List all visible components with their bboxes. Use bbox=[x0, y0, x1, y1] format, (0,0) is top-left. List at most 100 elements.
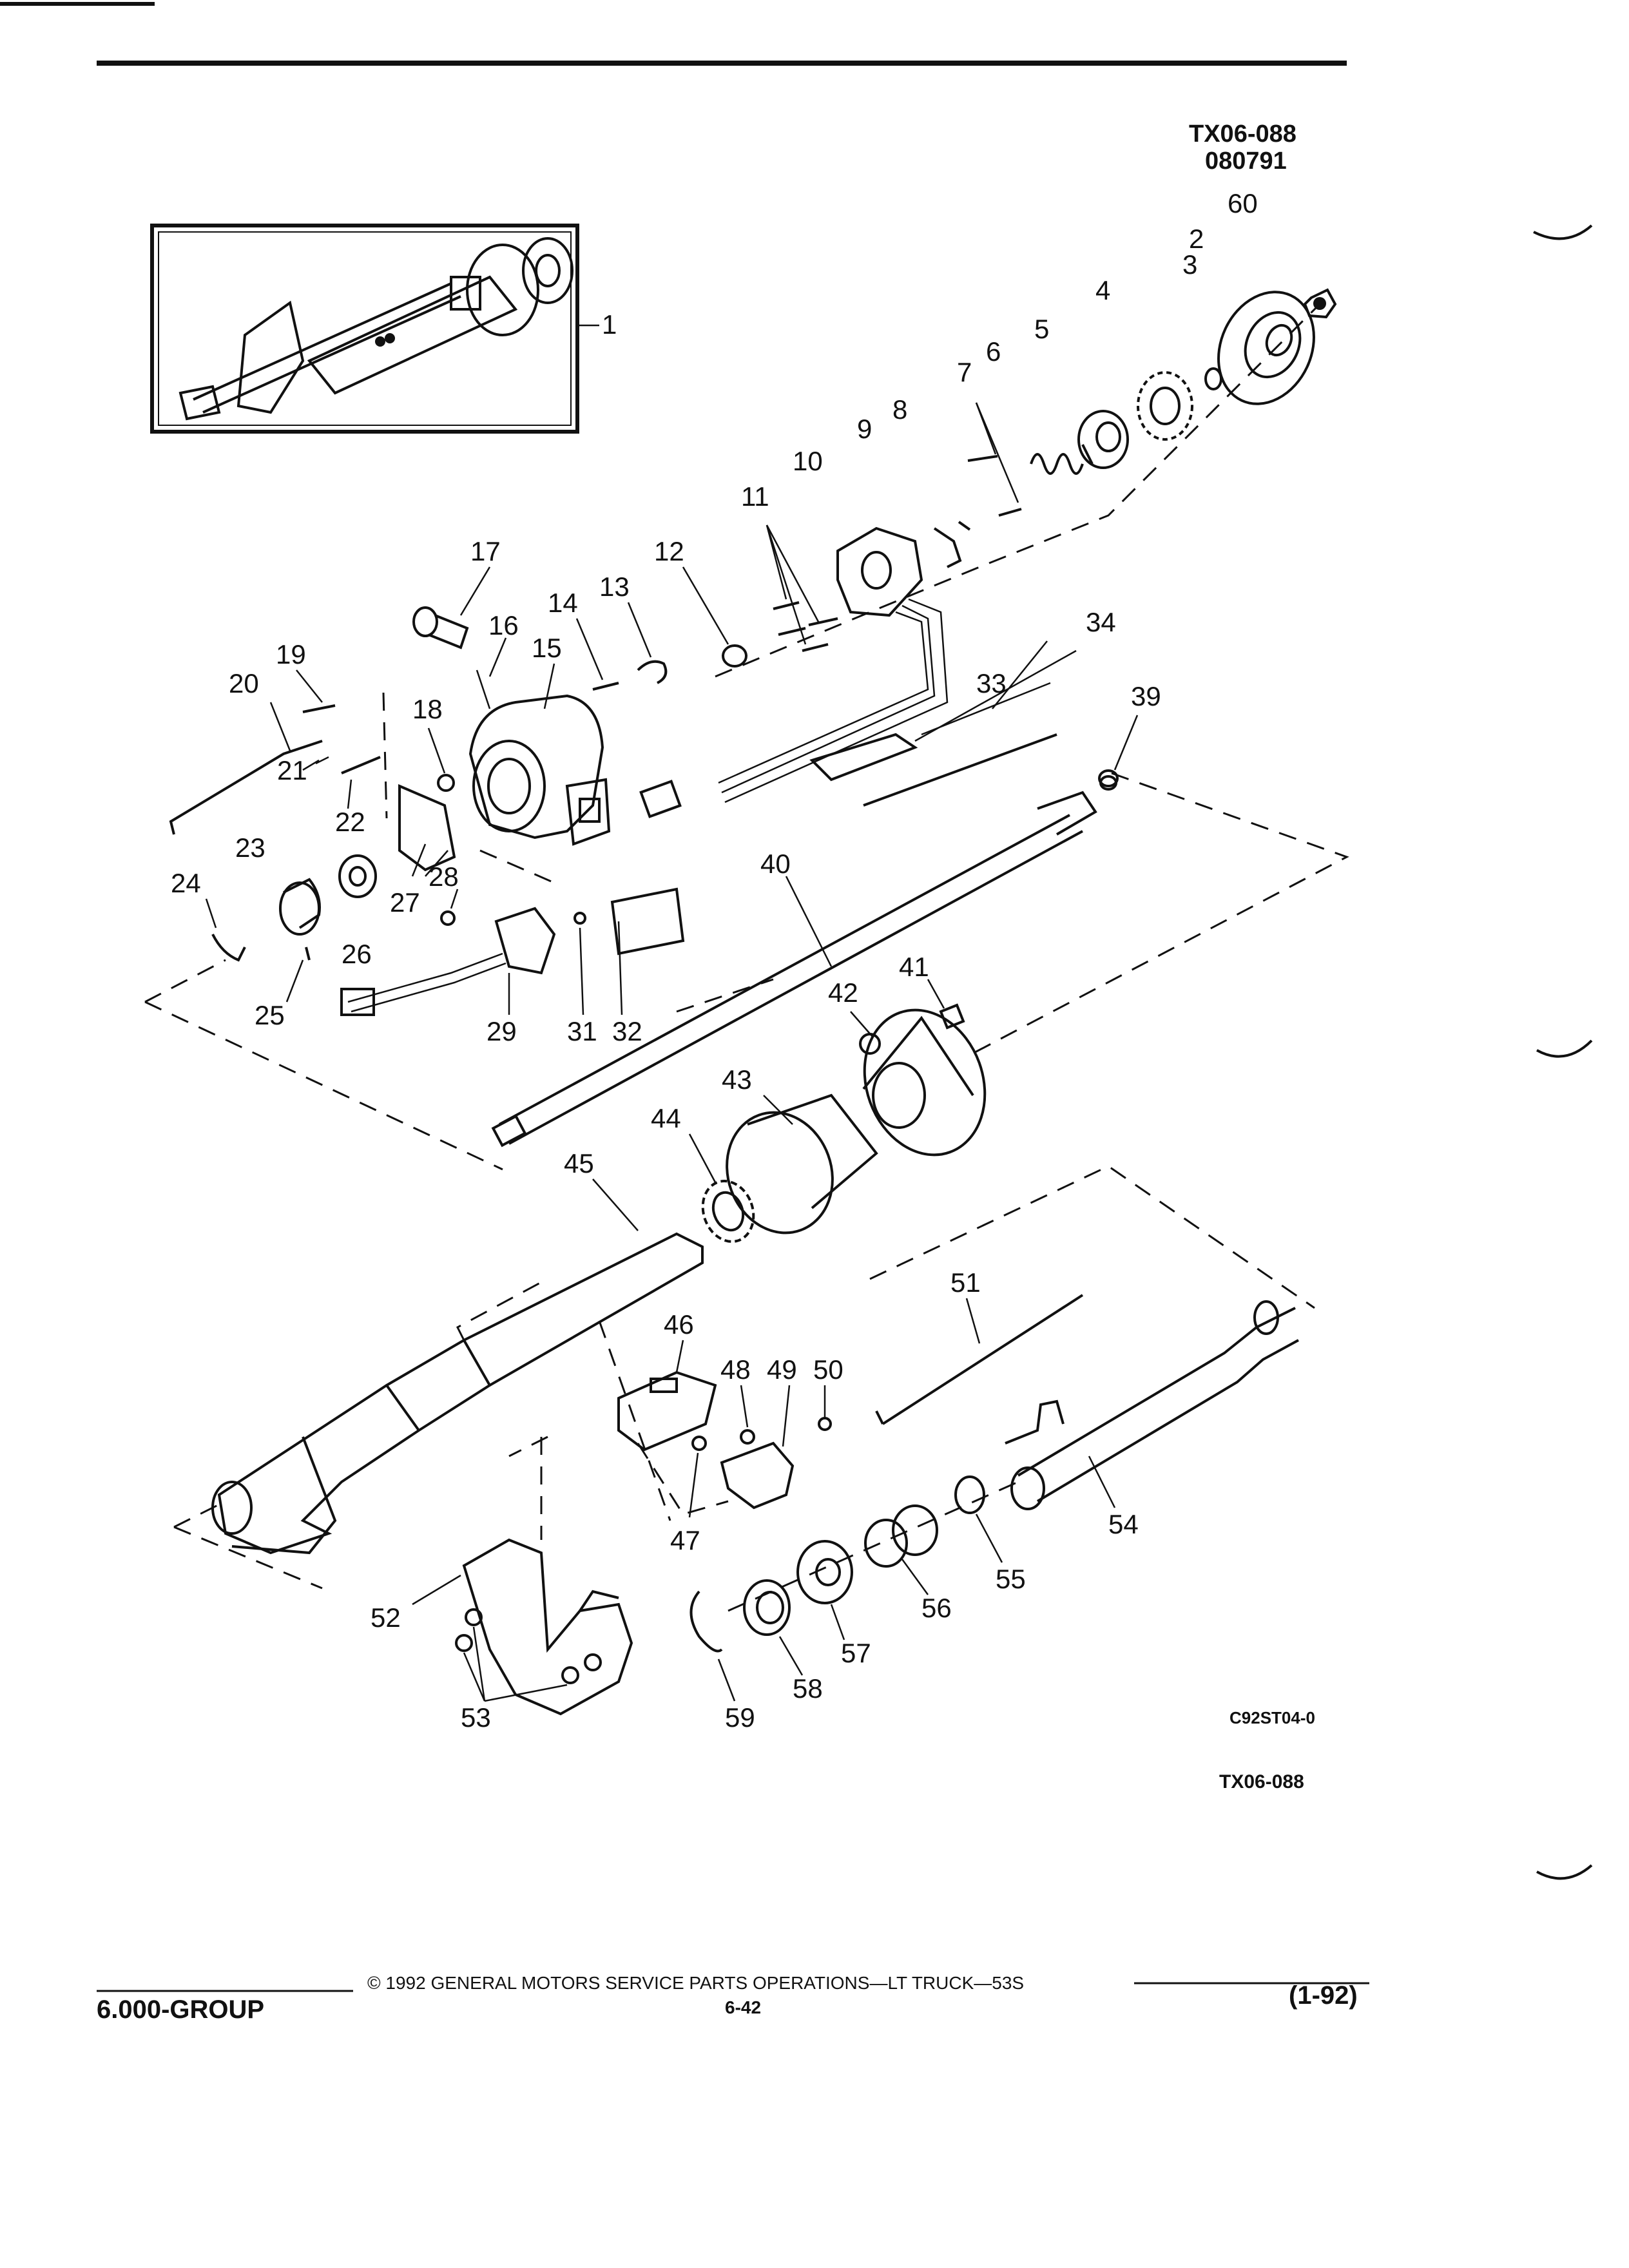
part-58-retainer bbox=[743, 1579, 804, 1676]
part-12-washer bbox=[722, 644, 747, 668]
part-25 bbox=[305, 947, 311, 961]
footer-group: 6.000-GROUP bbox=[97, 1995, 264, 2024]
callout-10: 10 bbox=[793, 446, 823, 476]
callout-11: 11 bbox=[741, 481, 769, 512]
callout-13: 13 bbox=[599, 572, 630, 602]
callout-12: 12 bbox=[654, 536, 684, 566]
part-43-sleeve bbox=[726, 1093, 878, 1235]
callout-7: 7 bbox=[957, 357, 972, 387]
callout-56: 56 bbox=[921, 1593, 952, 1623]
part-22 bbox=[341, 756, 381, 774]
part-42-housing bbox=[850, 1008, 987, 1157]
part-31-32 bbox=[574, 887, 685, 1015]
part-10-turn-signal-switch bbox=[718, 526, 949, 803]
callout-43: 43 bbox=[722, 1064, 752, 1095]
part-17-lock-cylinder bbox=[412, 566, 491, 649]
callout-1: 1 bbox=[602, 309, 617, 340]
callout-52: 52 bbox=[371, 1602, 401, 1633]
callout-31: 31 bbox=[567, 1016, 597, 1046]
callout-50: 50 bbox=[813, 1354, 843, 1385]
callout-14: 14 bbox=[548, 588, 578, 618]
callout-28: 28 bbox=[429, 861, 459, 892]
part-55-ring bbox=[954, 1475, 1003, 1563]
callout-47: 47 bbox=[670, 1525, 700, 1555]
part-60-nut bbox=[1303, 288, 1337, 319]
part-29-dimmer-switch bbox=[340, 907, 556, 1016]
upper-parts-row bbox=[682, 288, 1337, 803]
callout-51: 51 bbox=[950, 1267, 981, 1298]
callout-40: 40 bbox=[760, 849, 791, 879]
callout-32: 32 bbox=[612, 1016, 642, 1046]
callout-42: 42 bbox=[828, 977, 858, 1008]
binding-mark-2 bbox=[1536, 1039, 1593, 1058]
callout-9: 9 bbox=[857, 414, 872, 444]
part-6-spring bbox=[1030, 453, 1084, 475]
callout-23: 23 bbox=[235, 832, 265, 863]
illustration-id: C92ST04-0 bbox=[1229, 1708, 1315, 1727]
part-56-rings bbox=[864, 1504, 938, 1595]
callout-45: 45 bbox=[564, 1148, 594, 1178]
part-39-ring bbox=[1098, 769, 1119, 787]
part-20-rod bbox=[169, 740, 323, 835]
callout-18: 18 bbox=[412, 694, 443, 724]
callout-24: 24 bbox=[171, 868, 201, 898]
callout-57: 57 bbox=[841, 1638, 871, 1668]
callout-labels: 60 2 3 4 5 6 7 8 9 10 11 12 13 14 16 15 … bbox=[171, 188, 1258, 1733]
part-9-clip bbox=[933, 527, 962, 568]
callout-3: 3 bbox=[1182, 249, 1197, 280]
footer-page-number: 6-42 bbox=[725, 1997, 761, 2017]
doc-code: TX06-088 bbox=[1189, 120, 1296, 148]
callout-58: 58 bbox=[793, 1673, 823, 1704]
callout-46: 46 bbox=[664, 1309, 694, 1340]
part-24-clip bbox=[211, 934, 246, 962]
callout-21: 21 bbox=[277, 755, 307, 785]
part-41 bbox=[927, 979, 965, 1030]
part-27-bracket bbox=[398, 783, 456, 877]
part-51-rod bbox=[875, 1294, 1084, 1425]
housing-group bbox=[144, 566, 685, 1171]
part-2-hub bbox=[1217, 291, 1315, 405]
inset-column-drawing bbox=[178, 237, 574, 421]
part-44-ring bbox=[688, 1133, 755, 1243]
callout-20: 20 bbox=[229, 668, 259, 698]
callout-4: 4 bbox=[1095, 275, 1110, 305]
callout-15: 15 bbox=[532, 633, 562, 663]
binding-mark-1 bbox=[1533, 224, 1593, 240]
part-8-pin bbox=[958, 521, 971, 531]
callout-54: 54 bbox=[1108, 1509, 1139, 1539]
part-5-bearing bbox=[1077, 410, 1129, 469]
callout-6: 6 bbox=[986, 336, 1001, 367]
callout-16: 16 bbox=[488, 610, 519, 640]
part-46-50-switch-group bbox=[598, 1320, 832, 1521]
inset-inner-frame bbox=[158, 231, 572, 426]
part-59-snap-ring bbox=[689, 1590, 736, 1702]
callout-53: 53 bbox=[461, 1702, 491, 1733]
callout-44: 44 bbox=[651, 1103, 681, 1133]
part-57-bearing bbox=[796, 1540, 853, 1640]
part-3-ring bbox=[1204, 367, 1222, 390]
part-4-cam bbox=[1137, 371, 1193, 441]
part-19 bbox=[302, 704, 336, 713]
footer-revision: (1-92) bbox=[1289, 1981, 1358, 2010]
callout-2: 2 bbox=[1189, 224, 1204, 254]
inset-frame bbox=[150, 224, 579, 434]
part-53-bolts bbox=[455, 1608, 602, 1702]
callout-5: 5 bbox=[1034, 314, 1049, 344]
part-11-screws bbox=[766, 524, 838, 652]
callout-33: 33 bbox=[976, 668, 1007, 698]
binding-mark-3 bbox=[1536, 1864, 1593, 1880]
part-13 bbox=[637, 660, 668, 684]
part-14 bbox=[592, 682, 619, 691]
date-code: 080791 bbox=[1205, 148, 1287, 175]
part-52-bracket bbox=[412, 1436, 633, 1716]
part-7-screws bbox=[967, 402, 1022, 517]
callout-55: 55 bbox=[996, 1564, 1026, 1594]
part-26 bbox=[338, 854, 377, 898]
callout-49: 49 bbox=[767, 1354, 797, 1385]
part-15-housing bbox=[468, 663, 611, 846]
callout-39: 39 bbox=[1131, 681, 1161, 711]
callout-29: 29 bbox=[487, 1016, 517, 1046]
callout-60: 60 bbox=[1228, 188, 1258, 218]
footer-copyright: © 1992 GENERAL MOTORS SERVICE PARTS OPER… bbox=[367, 1973, 1024, 1993]
